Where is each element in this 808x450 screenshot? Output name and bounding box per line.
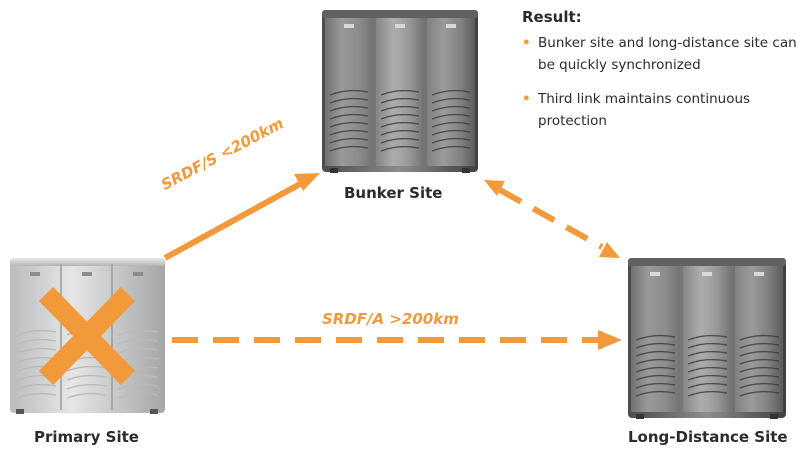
- primary-site-label: Primary Site: [34, 428, 139, 446]
- srdf-s-link-arrow: [163, 173, 320, 261]
- bullet-icon: •: [522, 35, 531, 51]
- result-panel: Result: • Bunker site and long-distance …: [522, 8, 807, 144]
- srdf-a-link-label: SRDF/A >200km: [322, 310, 459, 328]
- result-list-item: • Third link maintains continuous protec…: [522, 88, 807, 132]
- long-distance-site-cabinet-icon: [628, 258, 786, 419]
- bunker-site-cabinet-icon: [322, 10, 478, 173]
- result-list: • Bunker site and long-distance site can…: [522, 32, 807, 132]
- failure-x-icon: [38, 287, 136, 385]
- result-item-text: Bunker site and long-distance site can b…: [538, 35, 797, 73]
- result-heading: Result:: [522, 8, 582, 26]
- long-distance-site-label: Long-Distance Site: [628, 428, 788, 446]
- srdf-a-link-arrow: [172, 330, 622, 350]
- bullet-icon: •: [522, 91, 531, 107]
- bunker-site-label: Bunker Site: [344, 184, 443, 202]
- result-list-item: • Bunker site and long-distance site can…: [522, 32, 807, 76]
- bunker-long-distance-link-arrow: [484, 180, 620, 258]
- result-item-text: Third link maintains continuous protecti…: [538, 91, 751, 129]
